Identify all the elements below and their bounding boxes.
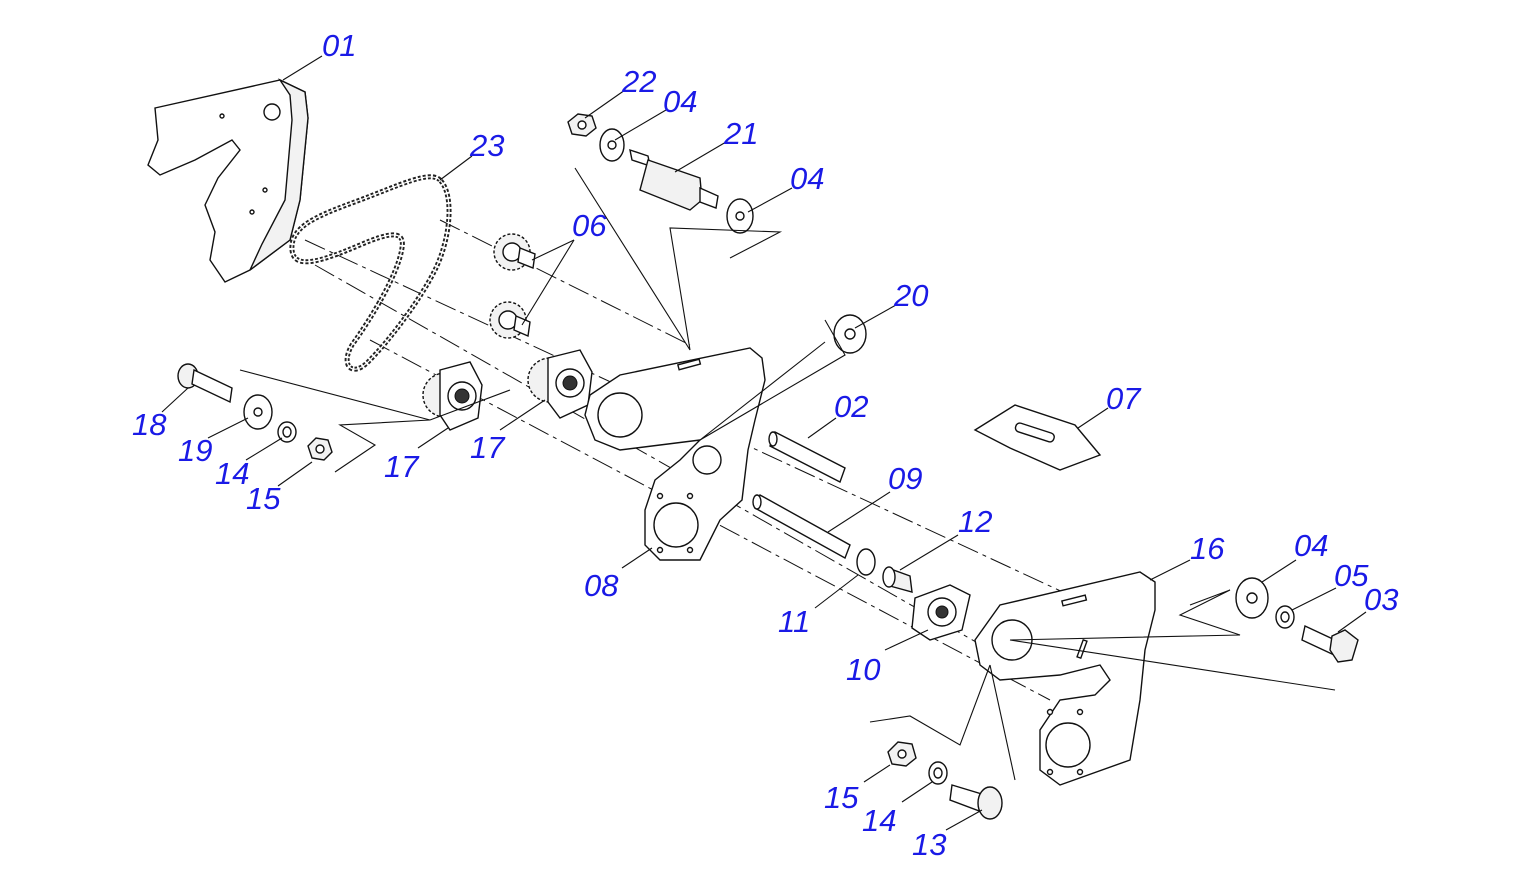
callout-16: 16: [1190, 531, 1225, 566]
callout-14-left: 14: [215, 456, 250, 491]
callout-23: 23: [470, 128, 505, 163]
callout-03: 03: [1364, 582, 1399, 617]
callout-22: 22: [622, 64, 657, 99]
callout-20: 20: [894, 278, 929, 313]
part-22-nut: [567, 113, 597, 137]
part-07-bracket: [973, 404, 1102, 471]
callout-06: 06: [572, 208, 607, 243]
callout-07: 07: [1106, 381, 1141, 416]
part-13-pin: [949, 784, 1003, 820]
callout-13: 13: [912, 827, 947, 862]
part-04-washer-lower-right: [1235, 577, 1269, 619]
callout-01: 01: [322, 28, 357, 63]
part-02-shaft: [768, 431, 846, 483]
callout-02: 02: [834, 389, 869, 424]
part-05-lockwasher: [1275, 605, 1295, 629]
part-20-washer: [833, 314, 867, 354]
part-04-washer-right: [726, 198, 754, 234]
part-03-bolt: [1301, 624, 1359, 663]
part-14-lockwasher-left: [277, 421, 297, 443]
callout-14-bottom: 14: [862, 803, 897, 838]
part-19-washer: [243, 394, 273, 430]
part-16-side-plate: [974, 571, 1156, 786]
callout-12: 12: [958, 504, 993, 539]
callout-17-left: 17: [384, 449, 419, 484]
part-09-shaft: [752, 493, 851, 560]
callout-04-top: 04: [663, 84, 698, 119]
part-04-washer-top: [599, 128, 625, 162]
callout-10: 10: [846, 652, 881, 687]
leader-lines: [161, 55, 1367, 831]
callout-05: 05: [1334, 558, 1369, 593]
part-17-bearing-right: [527, 349, 593, 419]
part-06-sprocket-upper: [493, 233, 536, 271]
callout-17-right: 17: [470, 430, 505, 465]
part-06-sprocket-lower: [489, 301, 531, 339]
callout-19: 19: [178, 433, 213, 468]
part-18-bolt: [177, 363, 233, 404]
part-21-spacer: [629, 148, 719, 211]
part-14-lockwasher-bottom: [928, 761, 948, 785]
part-08-side-plate: [584, 347, 766, 561]
part-11-circlip: [856, 548, 876, 576]
part-23-roller-chain: [289, 174, 452, 372]
callout-09: 09: [888, 461, 923, 496]
callout-04-lower-right: 04: [1294, 528, 1329, 563]
part-17-bearing-left: [422, 361, 483, 431]
callout-15-bottom: 15: [824, 780, 859, 815]
callout-21: 21: [724, 116, 759, 151]
part-01-chain-guard: [147, 78, 309, 283]
callout-04-right: 04: [790, 161, 825, 196]
callout-18: 18: [132, 407, 167, 442]
callout-08: 08: [584, 568, 619, 603]
part-12-bushing: [882, 566, 913, 593]
part-10-flange-bearing: [911, 584, 971, 641]
callout-11: 11: [778, 604, 811, 639]
part-15-nut-bottom: [887, 741, 917, 767]
callout-15-left: 15: [246, 481, 281, 516]
part-15-nut-left: [307, 437, 333, 461]
